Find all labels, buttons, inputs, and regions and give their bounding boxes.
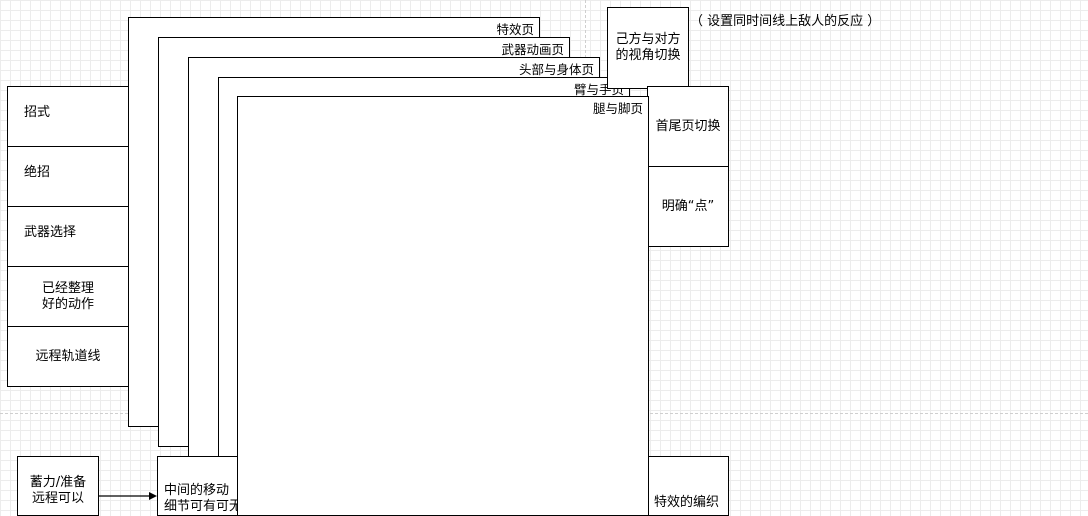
- weapon-select-label: 武器选择: [24, 225, 77, 240]
- clarify-point-label: 明确“点”: [661, 198, 715, 214]
- page-head-body-label: 头部与身体页: [518, 62, 594, 77]
- first-last-switch-box[interactable]: 首尾页切换: [647, 86, 729, 167]
- moves-label: 招式: [24, 105, 51, 120]
- clarify-point-box[interactable]: 明确“点”: [647, 166, 729, 247]
- charge-label-line2: 远程可以: [31, 491, 84, 506]
- charge-label-line1: 蓄力/准备: [29, 475, 87, 490]
- effects-weave-label: 特效的编织: [654, 495, 720, 510]
- middle-move-label-line1: 中间的移动: [164, 483, 230, 498]
- pov-switch-label-line1: 己方与对方: [615, 32, 681, 47]
- page-leg-foot-label: 腿与脚页: [592, 101, 643, 116]
- page-leg-foot[interactable]: 腿与脚页: [237, 96, 649, 516]
- first-last-switch-label: 首尾页切换: [655, 118, 721, 134]
- effects-weave-box[interactable]: 特效的编织: [647, 456, 729, 516]
- arrowhead-icon: [149, 492, 157, 500]
- sorted-actions-box[interactable]: 已经整理 好的动作: [7, 266, 129, 327]
- sorted-actions-label-line2: 好的动作: [41, 296, 94, 312]
- ultimate-label: 绝招: [24, 165, 51, 180]
- moves-box[interactable]: 招式: [7, 86, 129, 147]
- weapon-select-box[interactable]: 武器选择: [7, 206, 129, 267]
- middle-move-label-line2: 细节可有可无: [164, 499, 243, 514]
- page-effects-label: 特效页: [496, 22, 534, 37]
- ranged-track-label: 远程轨道线: [35, 348, 101, 364]
- ranged-track-box[interactable]: 远程轨道线: [7, 326, 129, 387]
- pov-switch-label-line2: 的视角切换: [615, 48, 681, 63]
- sorted-actions-label-line1: 已经整理: [41, 280, 94, 296]
- page-weapon-animation-label: 武器动画页: [501, 42, 564, 57]
- ultimate-box[interactable]: 绝招: [7, 146, 129, 207]
- pov-note: （ 设置同时间线上敌人的反应 ）: [690, 14, 881, 29]
